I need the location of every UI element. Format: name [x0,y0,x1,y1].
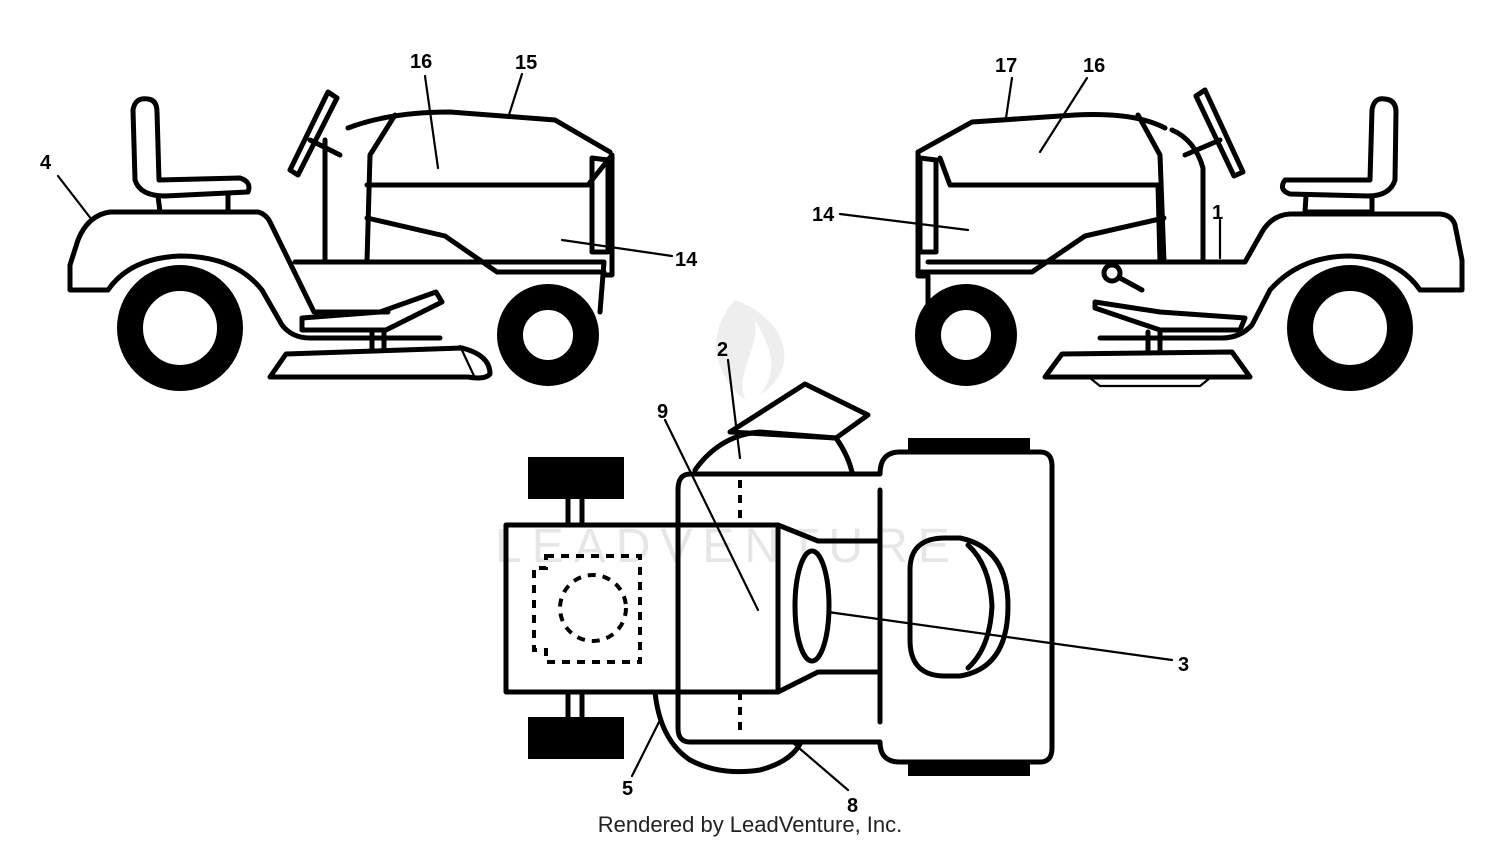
footer-credit: Rendered by LeadVenture, Inc. [597,812,903,837]
callout-8: 8 [847,795,858,817]
callout-15-left: 15 [515,52,537,74]
callout-4-left: 4 [40,152,52,174]
watermark: LEADVENTURE [495,300,960,573]
callout-16-left: 16 [410,51,432,73]
tractor-top-view: 2 9 3 5 8 [503,339,1189,817]
callout-14-left: 14 [675,249,698,271]
callout-1-right: 1 [1212,202,1223,224]
callout-2: 2 [717,339,728,361]
callout-3: 3 [1178,654,1189,676]
watermark-text: LEADVENTURE [495,520,960,573]
tractor-right-view: 17 16 14 1 [812,55,1465,391]
callout-17-right: 17 [995,55,1017,77]
tractor-left-view: 4 16 15 14 [40,51,698,391]
callout-16-right: 16 [1083,55,1105,77]
callout-14-right: 14 [812,204,835,226]
callout-9: 9 [657,401,668,423]
callout-5: 5 [622,778,633,800]
